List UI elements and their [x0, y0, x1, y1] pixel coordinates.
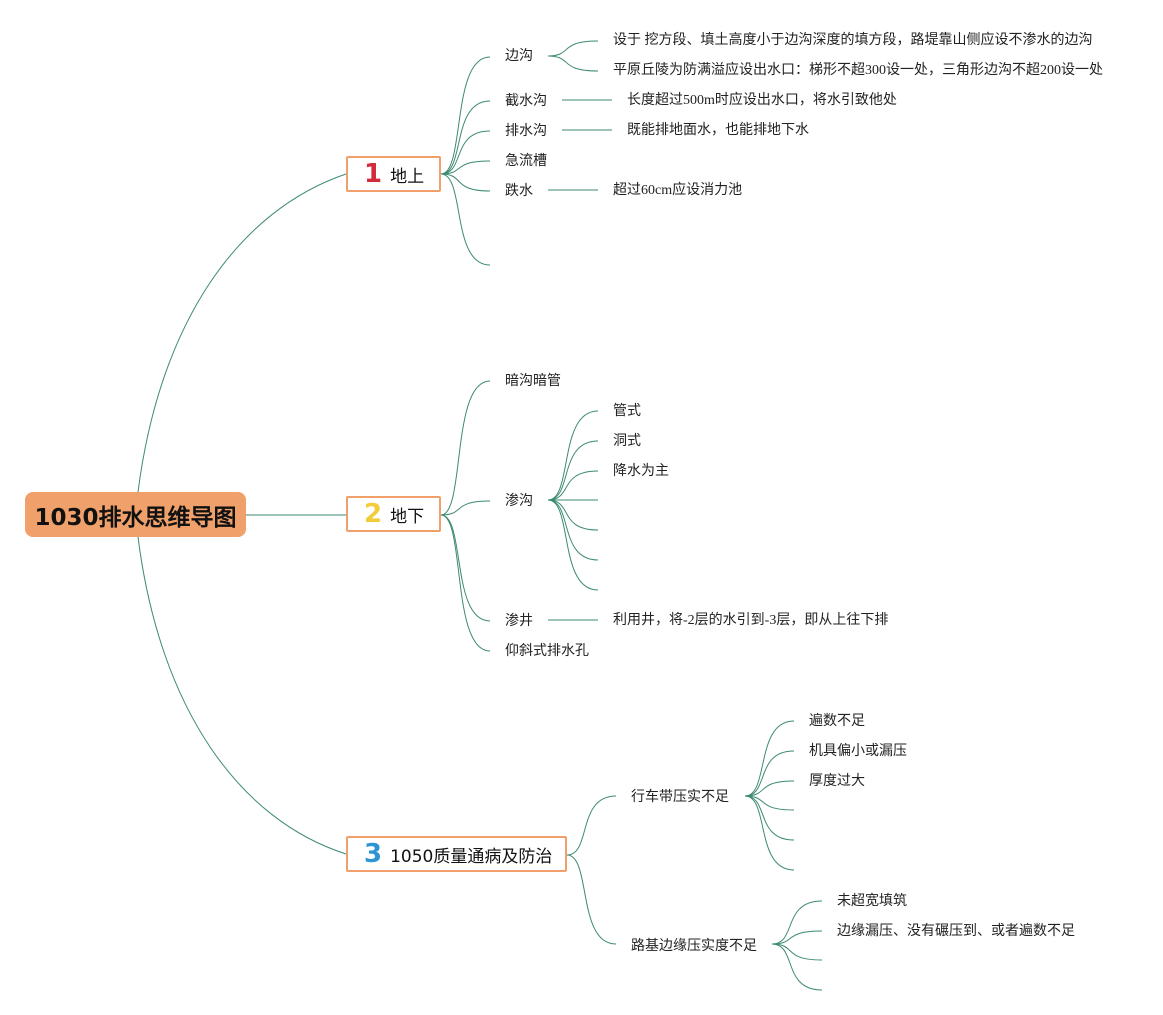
link-lujibianyuan-child-2	[771, 930, 823, 945]
node-jiliucao[interactable]: 急流槽	[505, 153, 547, 169]
link-lujibianyuan-child-4	[771, 943, 823, 991]
node-yangxie[interactable]: 仰斜式排水孔	[505, 643, 589, 659]
link-b1-paishuigou	[440, 130, 491, 175]
branch-topic-1[interactable]: 1 地上	[346, 156, 441, 192]
link-b1-biangou	[440, 56, 491, 175]
note-paishuigou[interactable]: 既能排地面水，也能排地下水	[627, 123, 809, 138]
link-b3-xingchedai	[566, 795, 617, 856]
link-lujibianyuan-child-1	[771, 900, 823, 945]
node-guanshi[interactable]: 管式	[613, 403, 641, 419]
link-biangou-note2	[547, 55, 599, 72]
note-shenjing[interactable]: 利用井，将-2层的水引到-3层，即从上往下排	[613, 613, 889, 628]
link-b2-shengou	[440, 500, 491, 516]
note-biangou-2[interactable]: 平原丘陵为防满溢应设出水口：梯形不超300设一处，三角形边沟不超200设一处	[613, 63, 1103, 78]
link-shengou-child-1	[547, 410, 599, 501]
note-jieshuigou[interactable]: 长度超过500m时应设出水口，将水引致他处	[627, 93, 897, 108]
branch-topic-2[interactable]: 2 地下	[346, 496, 441, 532]
node-weichaokuan[interactable]: 未超宽填筑	[837, 893, 907, 909]
link-shengou-child-7	[547, 499, 599, 591]
link-shengou-child-2	[547, 440, 599, 501]
branch-topic-3[interactable]: 3 1050质量通病及防治	[346, 836, 567, 872]
link-xingchedai-child-2	[744, 750, 795, 797]
node-dieshui[interactable]: 跌水	[505, 183, 533, 199]
branch-label-1: 地上	[390, 166, 425, 187]
node-paishuigou[interactable]: 排水沟	[505, 123, 547, 139]
link-shengou-child-6	[547, 499, 599, 561]
root-topic[interactable]: 1030排水思维导图	[25, 492, 246, 537]
node-jiju[interactable]: 机具偏小或漏压	[809, 743, 907, 759]
note-dieshui[interactable]: 超过60cm应设消力池	[613, 183, 743, 198]
link-b2-shenjing	[440, 514, 491, 622]
branch-label-2: 地下	[390, 506, 425, 527]
node-bianyuanlouya[interactable]: 边缘漏压、没有碾压到、或者遍数不足	[837, 923, 1075, 939]
link-xingchedai-child-4	[744, 795, 795, 811]
link-b2-yangxie	[440, 514, 491, 652]
node-dongshi[interactable]: 洞式	[613, 433, 641, 449]
note-biangou-1[interactable]: 设于 挖方段、填土高度小于边沟深度的填方段，路堤靠山侧应设不渗水的边沟	[613, 33, 1093, 48]
node-bianshu[interactable]: 遍数不足	[809, 713, 865, 729]
number-badge-3: 3	[364, 839, 383, 869]
link-lujibianyuan-child-3	[771, 943, 823, 961]
node-jiangshui[interactable]: 降水为主	[613, 463, 669, 479]
link-b1-jieshuigou	[440, 100, 491, 175]
link-b1-dieshui	[440, 173, 491, 192]
link-b1-empty	[440, 173, 491, 266]
node-shengou[interactable]: 渗沟	[505, 493, 533, 509]
link-b1-jiliucao	[440, 160, 491, 175]
link-xingchedai-child-1	[744, 720, 795, 797]
link-shengou-child-5	[547, 499, 599, 531]
branch-label-3: 1050质量通病及防治	[390, 846, 553, 867]
node-shenjing[interactable]: 渗井	[505, 613, 533, 629]
link-root-branch1	[137, 173, 347, 493]
link-b2-angou	[440, 380, 491, 516]
node-jieshuigou[interactable]: 截水沟	[505, 93, 547, 109]
node-biangou[interactable]: 边沟	[505, 48, 533, 64]
link-root-branch3	[137, 536, 347, 855]
node-houdu[interactable]: 厚度过大	[809, 773, 865, 789]
link-biangou-note1	[547, 40, 599, 57]
link-b3-lujibianyuan	[566, 854, 617, 945]
node-lujibianyuan[interactable]: 路基边缘压实度不足	[631, 938, 757, 954]
link-xingchedai-child-6	[744, 795, 795, 871]
link-xingchedai-child-5	[744, 795, 795, 841]
node-angou[interactable]: 暗沟暗管	[505, 373, 561, 389]
link-xingchedai-child-3	[744, 780, 795, 797]
number-badge-1: 1	[364, 159, 383, 189]
number-badge-2: 2	[364, 499, 383, 529]
link-shengou-child-3	[547, 470, 599, 501]
node-xingcheidai[interactable]: 行车带压实不足	[631, 789, 729, 805]
